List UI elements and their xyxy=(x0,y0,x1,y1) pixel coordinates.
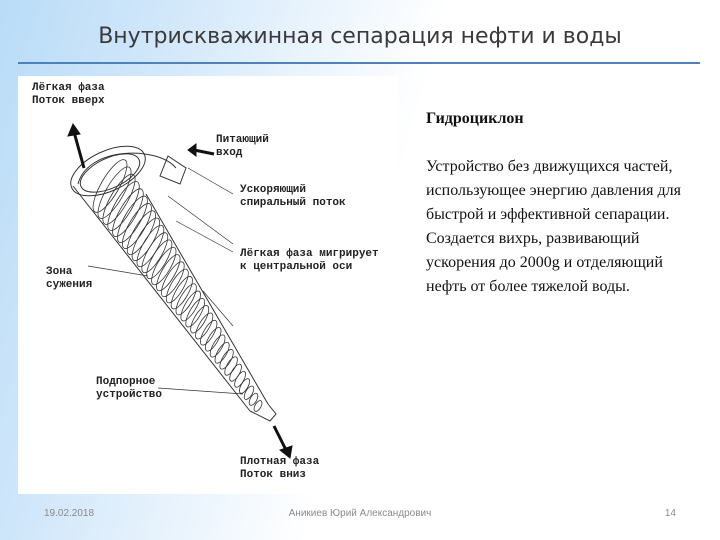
slide-title: Внутрискважинная сепарация нефти и воды xyxy=(98,24,622,49)
label-feed-inlet: Питающий вход xyxy=(216,134,269,159)
hydrocyclone-diagram xyxy=(67,122,293,459)
spiral-coil xyxy=(195,312,214,340)
spiral-coil xyxy=(204,327,222,352)
spiral-coil xyxy=(239,378,250,394)
spiral-coil xyxy=(121,203,152,249)
spiral-coil xyxy=(165,268,189,304)
spiral-coil xyxy=(107,181,140,231)
spiral-coils xyxy=(92,159,263,412)
spiral-coil xyxy=(209,334,226,358)
spiral-coil xyxy=(248,392,259,406)
content-body: Устройство без движущихся частей, исполь… xyxy=(426,158,682,295)
footer-date: 19.02.2018 xyxy=(44,508,95,519)
spiral-coil xyxy=(190,305,210,334)
label-migration: Лёгкая фаза мигрирует к центральной оси xyxy=(240,248,379,273)
label-narrowing-zone: Зона сужения xyxy=(46,266,93,291)
spiral-coil xyxy=(102,173,136,225)
label-backpressure: Подпорное устройство xyxy=(96,376,163,401)
footer-author: Аникиев Юрий Александрович xyxy=(288,508,432,519)
spiral-coil xyxy=(214,341,230,364)
spiral-coil xyxy=(180,290,201,322)
spiral-coil xyxy=(253,400,263,412)
page-number: 14 xyxy=(664,508,676,519)
spiral-coil xyxy=(156,254,181,292)
content-heading: Гидроциклон xyxy=(426,110,524,127)
spiral-coil xyxy=(112,188,144,237)
spiral-coil xyxy=(219,349,234,370)
label-dense-phase: Плотная фаза Поток вниз xyxy=(240,456,320,481)
spiral-coil xyxy=(117,195,148,243)
spiral-coil xyxy=(224,356,238,376)
spiral-coil xyxy=(200,319,218,346)
spiral-coil xyxy=(185,298,205,328)
spiral-coil xyxy=(243,385,255,400)
spiral-coil xyxy=(141,232,169,274)
spiral-coil xyxy=(92,159,128,213)
spiral-coil xyxy=(161,261,185,298)
hydrocyclone-figure: Лёгкая фаза Поток вверх Питающий вход Ус… xyxy=(18,76,398,494)
title-divider xyxy=(18,62,700,64)
spiral-coil xyxy=(151,246,177,286)
spiral-coil xyxy=(175,283,197,316)
spiral-coil xyxy=(146,239,173,280)
spiral-coil xyxy=(97,166,132,219)
label-light-phase: Лёгкая фаза Поток вверх xyxy=(32,82,105,107)
label-accelerating-flow: Ускоряющий спиральный поток xyxy=(240,184,346,209)
spiral-coil xyxy=(170,276,193,310)
